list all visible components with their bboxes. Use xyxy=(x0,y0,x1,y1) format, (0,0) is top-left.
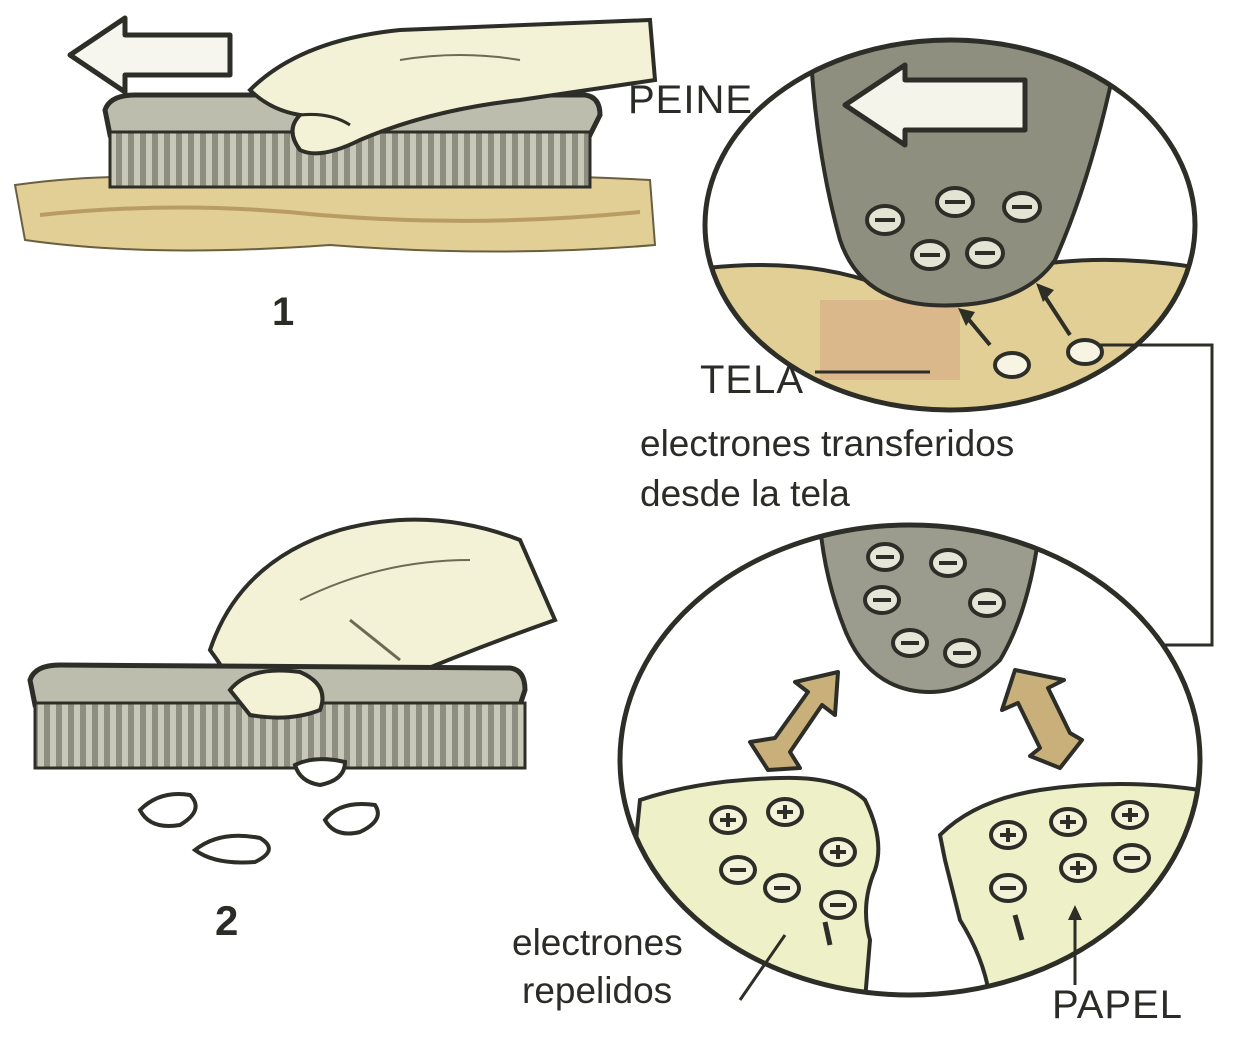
paper-bit xyxy=(140,794,196,826)
panel-2: 2 xyxy=(30,520,555,944)
label-peine: PEINE xyxy=(628,80,753,120)
panel-1: 1 xyxy=(15,18,655,334)
label-electrones-repelidos-line2: repelidos xyxy=(522,972,672,1009)
label-papel: PAPEL xyxy=(1052,985,1183,1025)
motion-arrow-icon xyxy=(70,18,230,92)
label-electrones-transferidos-line1: electrones transferidos xyxy=(640,425,1014,462)
paper-piece-left xyxy=(620,778,878,1000)
paper-bit xyxy=(195,836,269,863)
step-number-1: 1 xyxy=(272,290,294,334)
label-electrones-repelidos-line1: electrones xyxy=(512,924,683,961)
paper-bit xyxy=(295,759,345,785)
label-electrones-transferidos-line2: desde la tela xyxy=(640,475,850,512)
paper-bit xyxy=(325,804,378,834)
step-number-2: 2 xyxy=(215,897,238,944)
zoom-circle-bottom xyxy=(620,525,1200,1000)
label-tela: TELA xyxy=(700,360,804,400)
